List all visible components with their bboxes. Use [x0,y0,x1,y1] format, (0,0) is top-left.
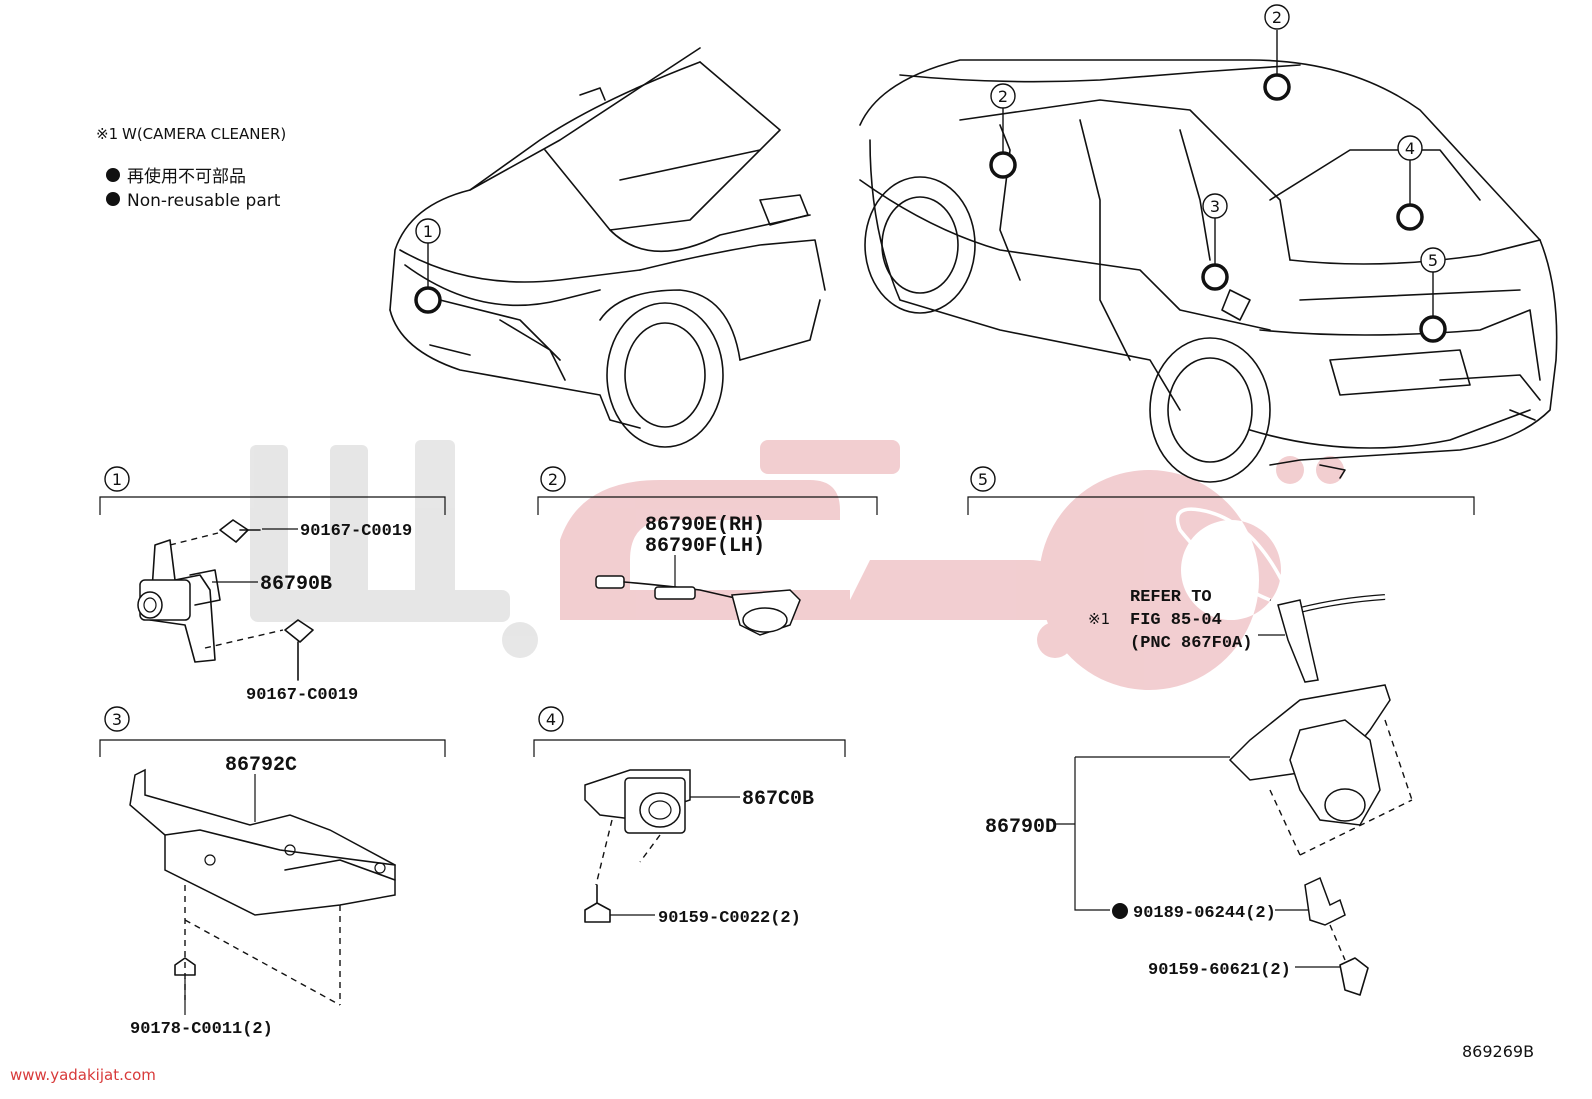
nonreusable-dot-icon [106,168,120,182]
part-number: 86790F(LH) [645,535,765,558]
callout-circle [1202,193,1228,219]
legend-nonreusable-en: Non-reusable part [127,191,281,211]
camera-location-marker [1419,315,1447,343]
camera-location-marker [414,286,442,314]
group-number: 5 [978,470,988,489]
group-number: 4 [546,710,556,729]
group-number: 2 [548,470,558,489]
group-1-front-camera: 1 90167-C0019 86790B 90167-C0019 [99,466,446,705]
part-number: 90167-C0019 [246,686,358,705]
camera-location-marker [1396,203,1424,231]
callout-number: 2 [1272,8,1282,27]
callout-circle [990,83,1016,109]
refer-text: REFER TO [1130,588,1212,607]
group-bracket [99,496,446,515]
camera-location-marker [1263,73,1291,101]
group-bracket [533,739,846,757]
legend-note-text: W(CAMERA CLEANER) [122,125,286,143]
group-bracket [537,496,878,515]
callout-circle [1420,247,1446,273]
camera-location-marker [989,151,1017,179]
callout-circle [415,218,441,244]
watermark-logo [250,440,1344,690]
group-number: 3 [112,710,122,729]
legend-note-mark: ※1 [96,125,118,143]
part-number: 90178-C0011(2) [130,1020,273,1039]
part-number: 86790B [260,573,332,596]
part-number: 90159-C0022(2) [658,909,801,928]
group-4-rear-camera: 4 867C0B 90159-C0022(2) [533,706,846,928]
legend-nonreusable-jp: 再使用不可部品 [127,166,246,187]
group-number-circle [970,466,996,492]
callout-number: 1 [423,222,433,241]
callout-number: 3 [1210,197,1220,216]
group-5-back-camera: 5 ※1 REFER TO FIG 85-04 (PNC 867F0A) 867… [967,466,1475,996]
callout-circle [1397,135,1423,161]
car-callouts: 1 2 2 3 4 5 [414,4,1447,343]
group-number-circle [540,466,566,492]
site-url: www.yadakijat.com [10,1066,156,1084]
callout-circle [1264,4,1290,30]
group-number-circle [104,466,130,492]
part-number: 90189-06244(2) [1133,904,1276,923]
callout-number: 5 [1428,251,1438,270]
refer-text: FIG 85-04 [1130,611,1222,630]
legend: ※1 W(CAMERA CLEANER) 再使用不可部品 Non-reusabl… [96,125,286,211]
car-front-illustration [389,47,826,448]
part-number: 90159-60621(2) [1148,961,1291,980]
figure-code: 869269B [1462,1042,1534,1061]
group-bracket [967,496,1475,515]
nonreusable-dot-icon [1112,903,1128,919]
group-number-circle [538,706,564,732]
part-number: 86792C [225,754,297,777]
part-number: 90167-C0019 [300,522,412,541]
callout-number: 4 [1405,139,1415,158]
part-number: 86790E(RH) [645,514,765,537]
group-bracket [99,739,446,757]
part-number: 86790D [985,816,1057,839]
refer-text: (PNC 867F0A) [1130,634,1252,653]
group-2-side-camera: 2 86790E(RH) 86790F(LH) [537,466,878,636]
callout-number: 2 [998,87,1008,106]
nonreusable-dot-icon [106,192,120,206]
refer-mark: ※1 [1088,610,1110,628]
group-number: 1 [112,470,122,489]
car-rear-illustration [859,59,1558,483]
group-number-circle [104,706,130,732]
group-3-camera-ecu: 3 86792C 90178-C0011(2) [99,706,446,1039]
part-number: 867C0B [742,788,814,811]
camera-location-marker [1201,263,1229,291]
